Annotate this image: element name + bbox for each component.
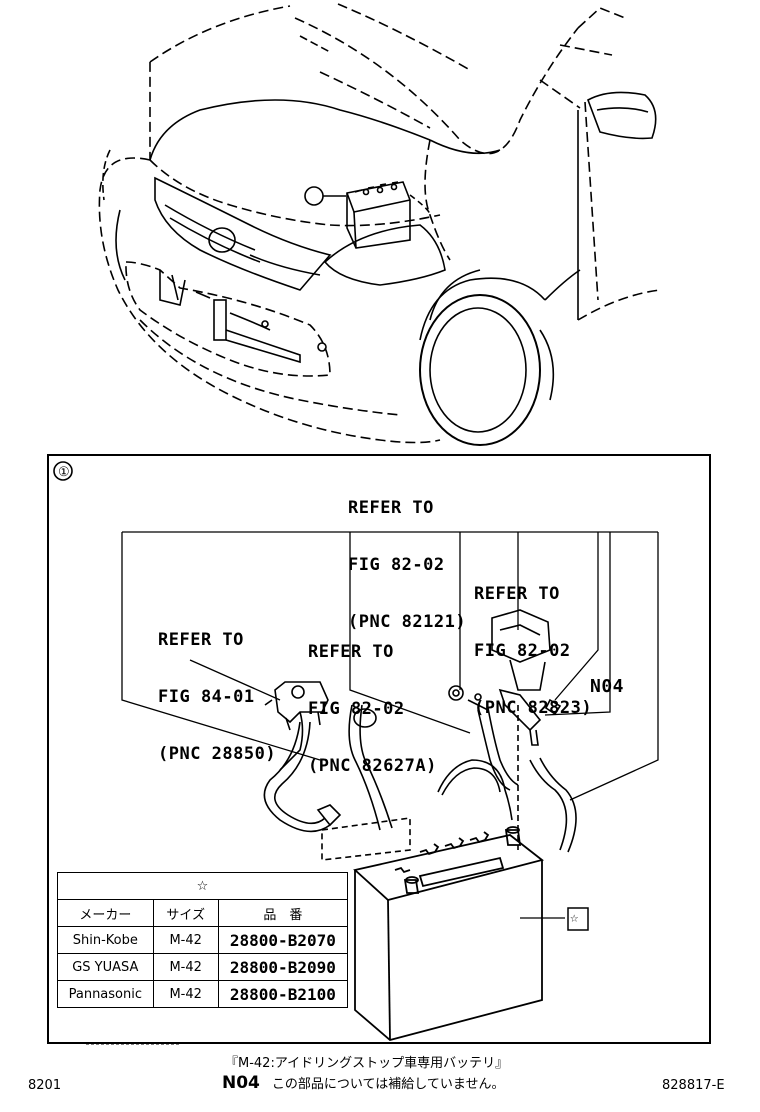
ref-line: FIG 82-02 bbox=[474, 641, 571, 661]
car-front-illustration bbox=[98, 3, 661, 446]
table-row[interactable]: GS YUASA M-42 28800-B2090 bbox=[57, 953, 349, 981]
maker-cell: Pannasonic bbox=[57, 980, 154, 1008]
size-cell: M-42 bbox=[152, 980, 219, 1008]
battery-parts-table: ☆ メーカー サイズ 品 番 Shin-Kobe M-42 28800-B207… bbox=[57, 872, 349, 1008]
header-size: サイズ bbox=[152, 899, 219, 927]
footer-note: 『M-42:アイドリングストップ車専用バッテリ』 bbox=[225, 1056, 509, 1071]
header-maker: メーカー bbox=[57, 899, 154, 927]
ref-label-82121[interactable]: REFER TO FIG 82-02 (PNC 82121) bbox=[348, 461, 466, 651]
ref-label-28850[interactable]: REFER TO FIG 84-01 (PNC 28850) bbox=[158, 593, 276, 783]
table-header-row: メーカー サイズ 品 番 bbox=[57, 899, 349, 927]
ref-line: (PNC 28850) bbox=[158, 744, 277, 764]
ref-line: FIG 82-02 bbox=[308, 699, 405, 719]
battery-cables bbox=[263, 704, 577, 853]
ref-line: REFER TO bbox=[348, 498, 434, 518]
positive-cable-clamp bbox=[264, 681, 329, 771]
footer-n04-line: N04 この部品については補給していません。 bbox=[222, 1073, 504, 1093]
ref-label-82823[interactable]: REFER TO FIG 82-02 (PNC 82823) bbox=[474, 547, 592, 737]
table-row[interactable]: Pannasonic M-42 28800-B2100 bbox=[57, 980, 349, 1008]
detail-frame bbox=[47, 454, 711, 1044]
maker-cell: Shin-Kobe bbox=[57, 926, 154, 954]
size-cell: M-42 bbox=[152, 953, 219, 981]
code-n04-label[interactable]: N04 bbox=[590, 676, 625, 697]
ref-line: (PNC 82121) bbox=[348, 612, 467, 632]
ref-line: (PNC 82823) bbox=[474, 698, 593, 718]
page-number-right: 828817-E bbox=[662, 1078, 725, 1093]
leader-lines bbox=[121, 531, 659, 919]
part-number-cell[interactable]: 28800-B2070 bbox=[217, 926, 349, 954]
ref-line: REFER TO bbox=[158, 630, 244, 650]
table-star-cell: ☆ bbox=[57, 872, 348, 900]
part-number-cell[interactable]: 28800-B2100 bbox=[217, 980, 349, 1008]
star-mark-label[interactable]: ☆ bbox=[570, 910, 579, 926]
ref-line: REFER TO bbox=[474, 584, 560, 604]
page-number-left: 8201 bbox=[28, 1078, 62, 1093]
table-row[interactable]: Shin-Kobe M-42 28800-B2070 bbox=[57, 926, 349, 954]
car-battery-location bbox=[346, 181, 411, 249]
terminal-cover-and-bracket bbox=[448, 609, 562, 850]
ref-line: REFER TO bbox=[308, 642, 394, 662]
ref-label-82627a[interactable]: REFER TO FIG 82-02 (PNC 82627A) bbox=[308, 605, 437, 795]
maker-cell: GS YUASA bbox=[57, 953, 154, 981]
table-star-row: ☆ bbox=[57, 872, 348, 900]
ref-line: (PNC 82627A) bbox=[308, 756, 437, 776]
size-cell: M-42 bbox=[152, 926, 219, 954]
ref-line: FIG 84-01 bbox=[158, 687, 255, 707]
footer-n04-code: N04 bbox=[222, 1073, 260, 1093]
part-number-cell[interactable]: 28800-B2090 bbox=[217, 953, 349, 981]
header-part-number: 品 番 bbox=[217, 899, 349, 927]
footer-n04-text: この部品については補給していません。 bbox=[271, 1077, 505, 1092]
battery bbox=[353, 826, 544, 1041]
ref-line: FIG 82-02 bbox=[348, 555, 445, 575]
dashed-outline bbox=[321, 817, 411, 861]
callout-number: ① bbox=[58, 465, 71, 480]
